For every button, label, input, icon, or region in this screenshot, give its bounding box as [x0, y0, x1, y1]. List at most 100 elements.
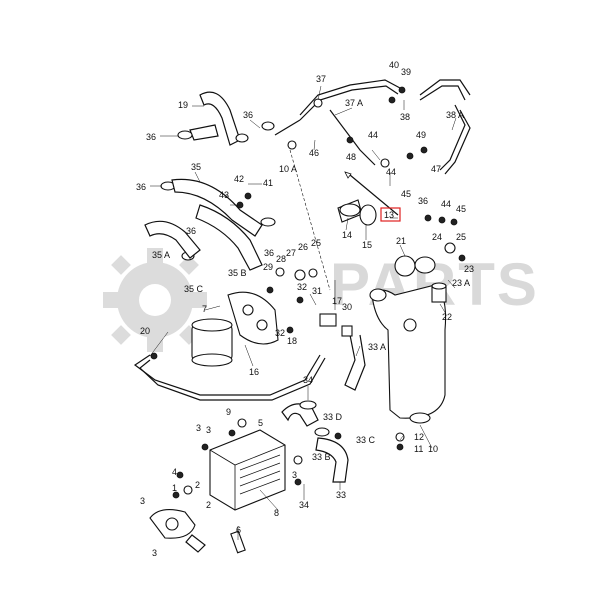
hose-3-lower	[185, 534, 206, 553]
callout-33d: 33 D	[323, 412, 343, 422]
callout-25b: 25	[456, 232, 466, 242]
bracket-17	[319, 313, 337, 327]
callout-31: 31	[312, 286, 322, 296]
console-7	[227, 291, 279, 345]
callout-32b: 32	[275, 328, 285, 338]
cap-14	[337, 199, 363, 223]
dashed-guide	[289, 149, 331, 291]
callout-labels: 40 39 37 37 A 38 38 A 19 36 36 46 10 A 4…	[136, 60, 474, 558]
callout-38a: 38 A	[446, 110, 464, 120]
callout-45a: 45	[401, 189, 411, 199]
callout-19: 19	[178, 100, 188, 110]
callout-4: 4	[172, 467, 177, 477]
callout-18: 18	[287, 336, 297, 346]
callout-25: 25	[311, 238, 321, 248]
callout-26: 26	[298, 242, 308, 252]
callout-45b: 45	[456, 204, 466, 214]
hose-35b	[195, 204, 263, 271]
callout-40: 40	[389, 60, 399, 70]
callout-15: 15	[362, 240, 372, 250]
callout-12: 12	[414, 432, 424, 442]
callout-49: 49	[416, 130, 426, 140]
callout-36f: 36	[264, 248, 274, 258]
callout-38: 38	[400, 112, 410, 122]
callout-34b: 34	[299, 500, 309, 510]
callout-35b: 35 B	[228, 268, 247, 278]
callout-46: 46	[309, 148, 319, 158]
callout-36b: 36	[146, 132, 156, 142]
callout-8: 8	[274, 508, 279, 518]
oil-line-top	[274, 79, 471, 175]
callout-36c: 36	[136, 182, 146, 192]
hose-19	[199, 91, 241, 146]
callout-23: 23	[464, 264, 474, 274]
callout-43: 43	[219, 190, 229, 200]
highlight-box-13	[380, 207, 401, 222]
callout-36e: 36	[186, 226, 196, 236]
callout-33a: 33 A	[368, 342, 386, 352]
callout-6: 6	[236, 525, 241, 535]
pipe-6	[230, 530, 246, 554]
callout-10: 10	[428, 444, 438, 454]
filter-16	[191, 318, 233, 367]
fasteners	[150, 86, 466, 499]
callout-33b: 33 B	[312, 452, 331, 462]
callout-3c: 3	[292, 470, 297, 480]
callout-14: 14	[342, 230, 352, 240]
callout-35a: 35 A	[152, 250, 170, 260]
callout-35c: 35 C	[184, 284, 204, 294]
hose-35a	[144, 220, 201, 259]
callout-3b: 3	[206, 425, 211, 435]
bracket-30	[341, 325, 353, 337]
callout-36d: 36	[418, 196, 428, 206]
callout-33: 33	[336, 490, 346, 500]
seal-15	[359, 204, 377, 226]
callout-33c: 33 C	[356, 435, 376, 445]
thermostat-1	[149, 509, 196, 539]
callout-9: 9	[226, 407, 231, 417]
bracket-33a	[344, 334, 366, 391]
callout-44b: 44	[386, 167, 396, 177]
watermark-gear-icon	[103, 248, 207, 352]
callout-32a: 32	[297, 282, 307, 292]
leader-lines	[149, 85, 457, 540]
callout-13: 13	[384, 210, 394, 220]
callout-10a: 10 A	[279, 164, 297, 174]
hose-35	[171, 178, 263, 237]
callout-21: 21	[396, 236, 406, 246]
callout-16: 16	[249, 367, 259, 377]
oil-tank-10	[369, 284, 447, 424]
callout-23a: 23 A	[452, 278, 470, 288]
callout-20: 20	[140, 326, 150, 336]
callout-37: 37	[316, 74, 326, 84]
callout-34a: 34	[303, 375, 313, 385]
callout-28: 28	[276, 254, 286, 264]
callout-42: 42	[234, 174, 244, 184]
callout-3e: 3	[152, 548, 157, 558]
callout-11: 11	[414, 444, 423, 454]
callout-2b: 2	[206, 500, 211, 510]
callout-1: 1	[172, 483, 177, 493]
callout-2: 2	[195, 480, 200, 490]
callout-36a: 36	[243, 110, 253, 120]
callout-3a: 3	[196, 423, 201, 433]
callout-47: 47	[431, 164, 441, 174]
callout-41: 41	[263, 178, 273, 188]
callout-39: 39	[401, 67, 411, 77]
callout-30: 30	[342, 302, 352, 312]
callout-48: 48	[346, 152, 356, 162]
hose-19-end	[189, 124, 219, 141]
callout-37a: 37 A	[345, 98, 363, 108]
cap-21	[394, 255, 436, 277]
callout-22: 22	[442, 312, 452, 322]
pipe-20	[133, 354, 321, 396]
callout-3d: 3	[140, 496, 145, 506]
callout-44a: 44	[368, 130, 378, 140]
callout-7: 7	[202, 304, 207, 314]
callout-17: 17	[332, 296, 342, 306]
callout-29: 29	[263, 262, 273, 272]
callout-44c: 44	[441, 199, 451, 209]
callout-27: 27	[286, 248, 296, 258]
hose-33	[315, 437, 349, 483]
callout-24: 24	[432, 232, 442, 242]
